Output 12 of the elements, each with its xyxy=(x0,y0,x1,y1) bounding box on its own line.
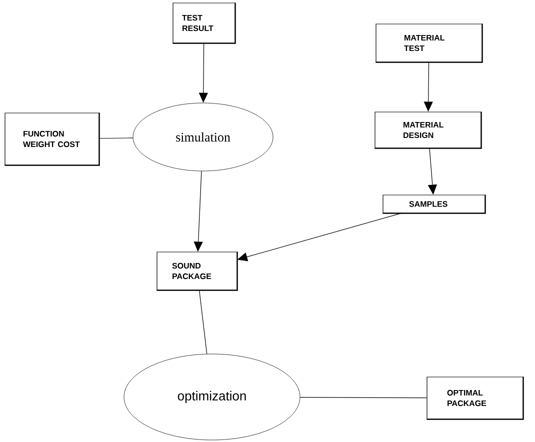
connector-line xyxy=(199,290,208,354)
ellipse-node: simulation xyxy=(132,102,274,172)
process-box: MATERIAL DESIGN xyxy=(374,112,482,149)
process-box: SAMPLES xyxy=(382,194,486,214)
process-box: TEST RESULT xyxy=(172,2,236,44)
connector-line xyxy=(99,138,134,139)
connector-line xyxy=(300,397,427,398)
process-box: OPTIMAL PACKAGE xyxy=(426,376,524,420)
process-box: MATERIAL TEST xyxy=(376,24,483,63)
process-box: SOUND PACKAGE xyxy=(156,252,238,291)
process-box: FUNCTION WEIGHT COST xyxy=(4,112,100,166)
ellipse-node: optimization xyxy=(124,354,300,440)
